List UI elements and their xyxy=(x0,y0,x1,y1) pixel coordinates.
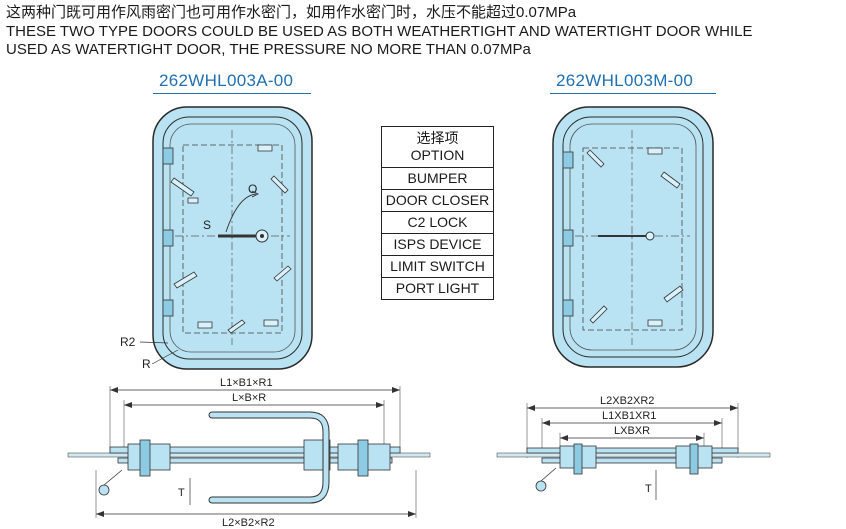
label-o: O xyxy=(248,182,257,196)
dim-right-l1xb1xr1: L1XB1XR1 xyxy=(602,410,656,422)
dim-left-t: T xyxy=(178,487,185,499)
dim-right-l2xb2xr2: L2XB2XR2 xyxy=(600,395,654,407)
dim-left-l1b1r1: L1×B1×R1 xyxy=(220,377,273,389)
right-door-section-view: L2XB2XR2 L1XB1XR1 LXBXR T xyxy=(496,395,771,500)
header-line-en-2: USED AS WATERTIGHT DOOR, THE PRESSURE NO… xyxy=(6,41,531,58)
option-item-limit-switch: LIMIT SWITCH xyxy=(382,255,493,277)
left-door-front-view: O S R2 R xyxy=(120,106,313,371)
left-door-section-view: L1×B1×R1 L×B×R T L2×B2×R2 xyxy=(67,377,431,529)
dim-left-lbr: L×B×R xyxy=(232,392,266,404)
option-table: 选择项 OPTION BUMPER DOOR CLOSER C2 LOCK IS… xyxy=(381,126,494,300)
dim-right-lxbxr: LXBXR xyxy=(614,425,650,437)
option-item-bumper: BUMPER xyxy=(382,167,493,189)
option-item-c2-lock: C2 LOCK xyxy=(382,211,493,233)
model-right-underline xyxy=(550,93,716,94)
option-item-port-light: PORT LIGHT xyxy=(382,277,493,299)
option-table-header: 选择项 OPTION xyxy=(382,127,493,167)
option-title-en: OPTION xyxy=(410,147,465,163)
label-r: R xyxy=(142,357,151,371)
model-right: 262WHL003M-00 xyxy=(556,71,694,90)
header-line-en-1: THESE TWO TYPE DOORS COULD BE USED AS BO… xyxy=(6,23,753,40)
label-r2: R2 xyxy=(120,335,136,349)
option-item-door-closer: DOOR CLOSER xyxy=(382,189,493,211)
right-door-front-view xyxy=(552,106,714,368)
option-item-isps-device: ISPS DEVICE xyxy=(382,233,493,255)
model-left: 262WHL003A-00 xyxy=(159,71,294,90)
dim-left-l2b2r2: L2×B2×R2 xyxy=(222,517,275,529)
label-s: S xyxy=(203,218,211,232)
header-line-cn: 这两种门既可用作风雨密门也可用作水密门，如用作水密门时，水压不能超过0.07MP… xyxy=(6,4,577,21)
option-title-cn: 选择项 xyxy=(416,130,459,146)
dim-right-t: T xyxy=(645,483,652,495)
model-left-underline xyxy=(153,93,311,94)
